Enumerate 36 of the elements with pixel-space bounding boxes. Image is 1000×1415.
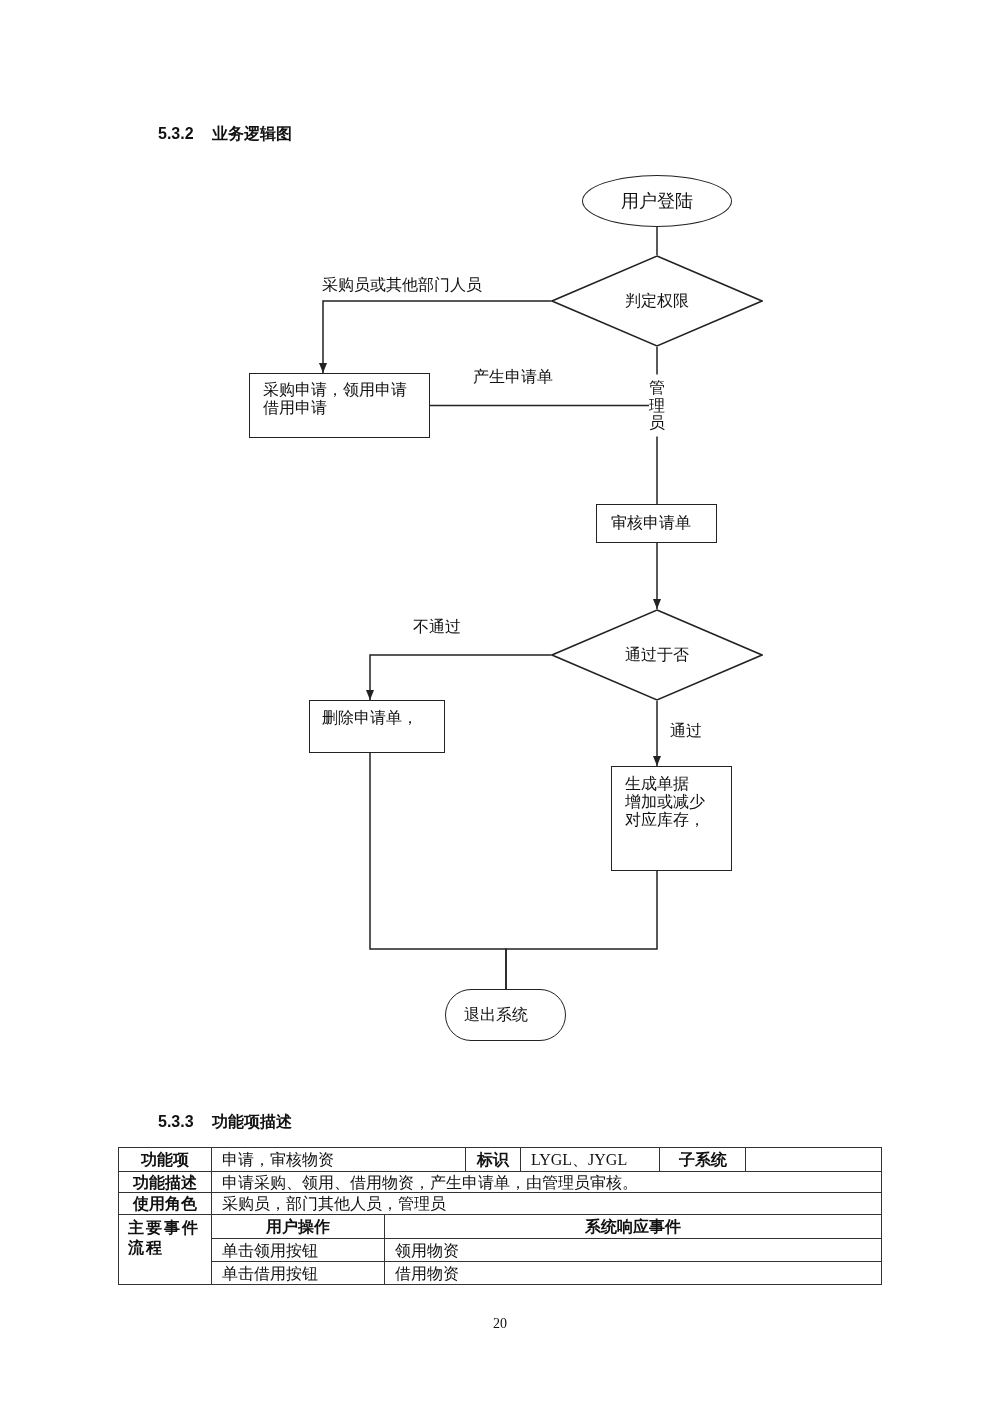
section-heading: 5.3.3 功能项描述 (158, 1112, 293, 1132)
process-box (611, 766, 732, 871)
edge-label: 采购员或其他部门人员 (322, 276, 482, 294)
node-text: 判定权限 (625, 292, 689, 310)
process-box (249, 373, 430, 438)
node-text: 通过于否 (625, 646, 689, 664)
terminal-pill (445, 989, 566, 1041)
connector-line (656, 435, 658, 505)
flow-arrow (366, 654, 552, 701)
edge-label: 产生申请单 (473, 368, 553, 386)
connector-line (429, 404, 650, 407)
connector-line (656, 226, 658, 256)
node-text: 退出系统 (464, 1006, 528, 1024)
edge-label: 不通过 (413, 618, 461, 636)
node-text: 删除申请单， (322, 709, 419, 727)
role-label: 管理员 (649, 379, 665, 432)
node-text: 增加或减少对应库存， (625, 793, 706, 829)
flow-arrow (319, 300, 552, 374)
node-text: 采购申请，领用申请借用申请 (263, 381, 408, 417)
page-number: 20 (492, 1316, 508, 1332)
process-box (596, 504, 717, 543)
table-entry: 借用物资 (384, 1261, 882, 1285)
node-text: 用户登陆 (621, 192, 693, 210)
section-heading: 5.3.2 业务逻辑图 (158, 124, 293, 144)
node-text: 审核申请单 (611, 514, 692, 532)
connector-line (505, 870, 658, 990)
flow-arrow (653, 700, 661, 767)
field-label: 主要事件流程 (118, 1214, 212, 1285)
decision-diamond (551, 609, 763, 701)
decision-diamond (551, 255, 763, 347)
connector-line (656, 346, 658, 376)
process-box (309, 700, 445, 753)
flow-arrow (653, 542, 661, 610)
field-label: 功能项 (118, 1147, 212, 1172)
node-text: 生成单据 (625, 775, 690, 793)
edge-label: 通过 (670, 722, 702, 740)
